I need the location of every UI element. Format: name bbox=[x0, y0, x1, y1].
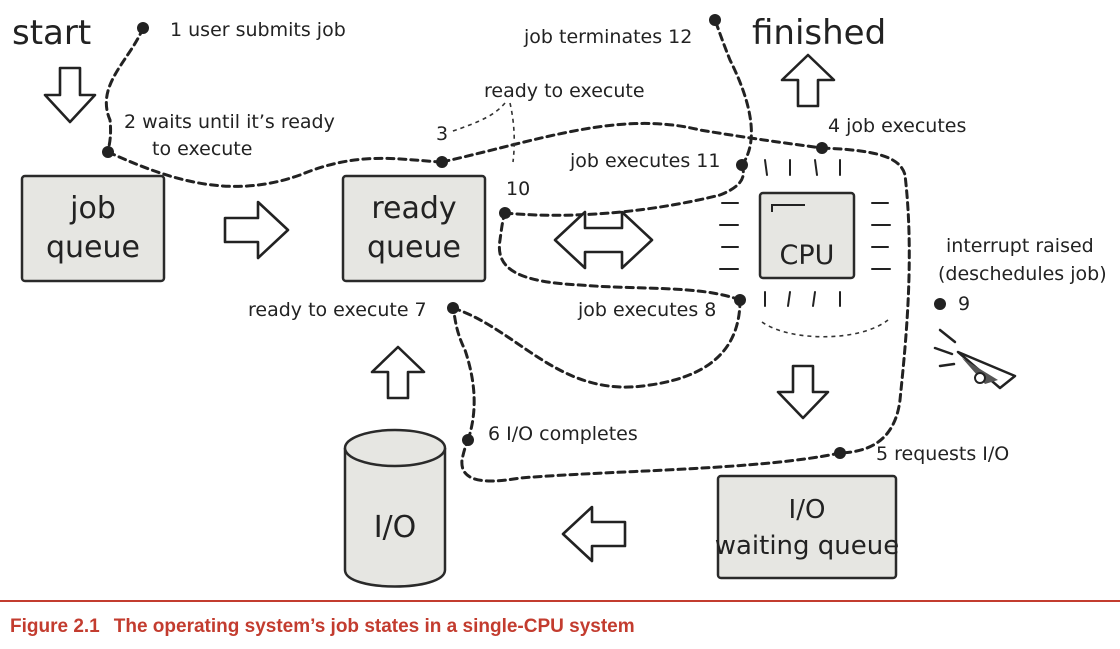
step9-label-cont: (deschedules job) bbox=[938, 263, 1107, 285]
caption-divider bbox=[0, 600, 1120, 602]
step2-label: 2 waits until it’s ready bbox=[124, 111, 335, 133]
step6-label: 6 I/O completes bbox=[488, 423, 638, 445]
figure-caption-text: The operating system’s job states in a s… bbox=[113, 616, 635, 637]
svg-text:queue: queue bbox=[367, 230, 461, 265]
step11-label: job executes 11 bbox=[569, 150, 720, 172]
arrow-down-icon bbox=[43, 66, 97, 124]
path-cpu-to-terminate bbox=[713, 18, 753, 167]
step12-label: job terminates 12 bbox=[523, 26, 692, 48]
double-headed-arrow-icon bbox=[553, 210, 654, 270]
svg-text:I/O: I/O bbox=[374, 510, 417, 545]
path-ready-to-cpu bbox=[440, 121, 824, 164]
megaphone-icon bbox=[933, 328, 1017, 390]
path-jobqueue-to-ready bbox=[106, 150, 444, 188]
step2-label-cont: to execute bbox=[152, 138, 252, 160]
arrow-up-finished-icon bbox=[780, 53, 836, 108]
io-cylinder-icon: I/O bbox=[343, 428, 447, 588]
svg-text:CPU: CPU bbox=[780, 240, 835, 271]
ready-to-execute-label: ready to execute bbox=[484, 80, 645, 102]
io-waiting-queue-box: I/O waiting queue bbox=[715, 474, 900, 580]
path-submit-to-jobqueue bbox=[104, 26, 145, 154]
path-points bbox=[102, 14, 946, 459]
arrow-down-cpu-icon bbox=[776, 364, 830, 420]
path-ready-to-cpu-11 bbox=[503, 163, 745, 217]
finished-label: finished bbox=[752, 13, 886, 53]
svg-text:waiting queue: waiting queue bbox=[715, 531, 900, 561]
step9-number: 9 bbox=[958, 293, 970, 315]
step10-label: 10 bbox=[506, 178, 530, 200]
step7-label: ready to execute 7 bbox=[248, 299, 427, 321]
path-cpu-to-ready-10 bbox=[497, 211, 742, 302]
ready-queue-box: ready queue bbox=[341, 174, 487, 283]
figure-caption: Figure 2.1 The operating system’s job sta… bbox=[10, 616, 635, 638]
interrupt-hint-arrow bbox=[761, 319, 889, 338]
path-cpu-to-io-request bbox=[820, 146, 911, 455]
step3-label: 3 bbox=[436, 123, 448, 145]
path-ready-to-cpu-8 bbox=[451, 298, 742, 389]
job-states-diagram: job queue ready queue CPU I/O I/O bbox=[12, 13, 1107, 588]
svg-text:I/O: I/O bbox=[789, 495, 826, 525]
figure-number: Figure 2.1 bbox=[10, 616, 100, 637]
step4-label: 4 job executes bbox=[828, 115, 966, 137]
step8-label: job executes 8 bbox=[577, 299, 716, 321]
cpu-chip-icon: CPU bbox=[719, 159, 891, 307]
svg-text:ready: ready bbox=[371, 191, 456, 226]
step1-label: 1 user submits job bbox=[170, 19, 346, 41]
arrow-up-icon bbox=[370, 345, 426, 400]
ready-hint-arrow-left bbox=[449, 102, 506, 133]
start-label: start bbox=[12, 13, 91, 53]
step9-label: interrupt raised bbox=[946, 235, 1094, 257]
ready-hint-arrow-down bbox=[509, 102, 516, 163]
arrow-right-icon bbox=[223, 200, 290, 260]
svg-text:job: job bbox=[69, 191, 116, 226]
arrow-left-icon bbox=[561, 505, 627, 563]
path-io-complete-to-ready bbox=[451, 306, 476, 442]
svg-text:queue: queue bbox=[46, 230, 140, 265]
step5-label: 5 requests I/O bbox=[876, 443, 1009, 465]
path-io-request-to-io bbox=[460, 438, 842, 483]
job-queue-box: job queue bbox=[20, 174, 166, 283]
